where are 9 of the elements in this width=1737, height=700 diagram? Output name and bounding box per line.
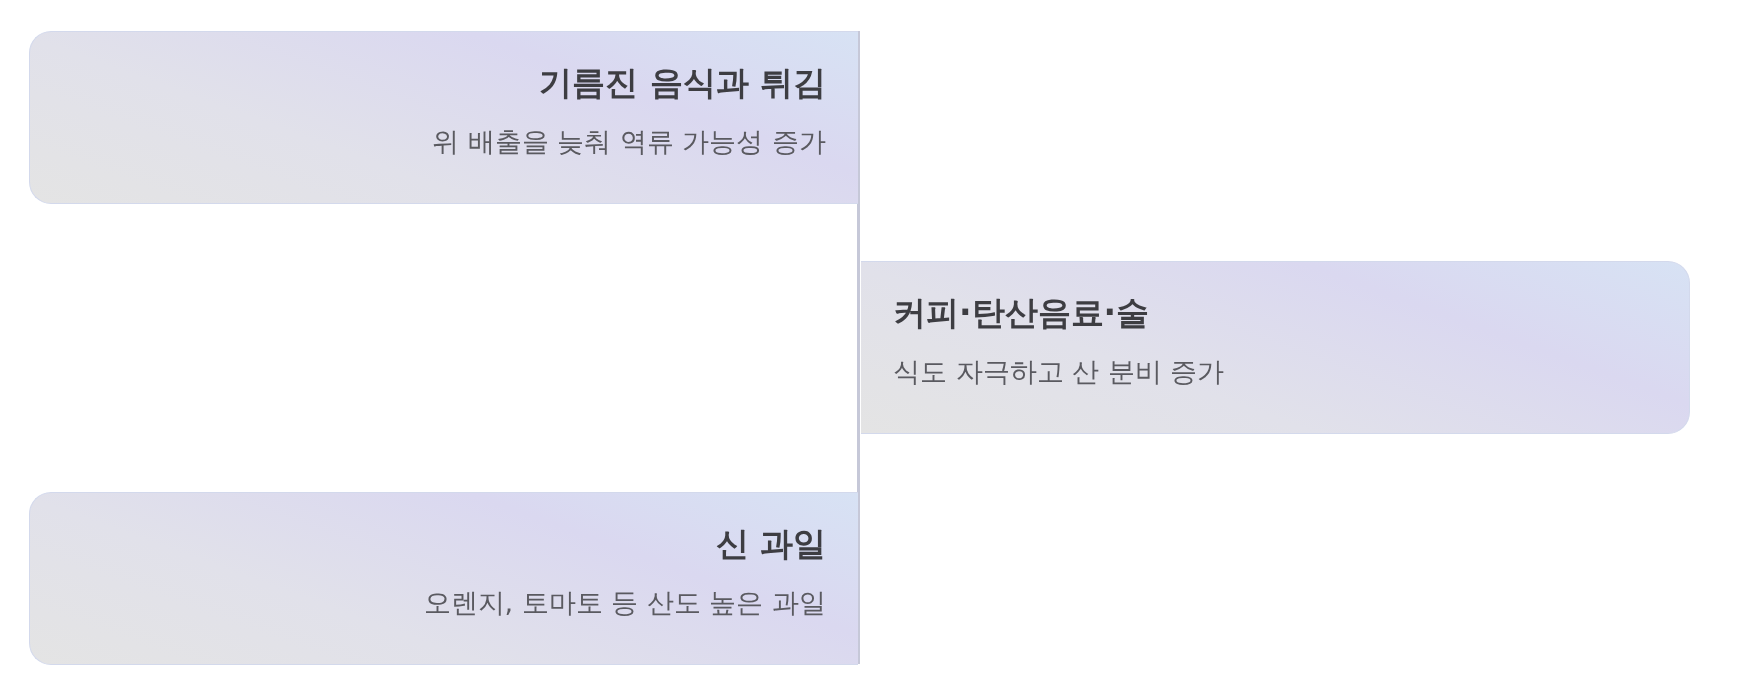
card-title: 커피·탄산음료·술 — [893, 292, 1150, 334]
timeline-card — [861, 261, 1690, 434]
card-description: 오렌지, 토마토 등 산도 높은 과일 — [423, 586, 826, 620]
card-title: 신 과일 — [715, 523, 826, 565]
card-description: 식도 자극하고 산 분비 증가 — [893, 355, 1225, 389]
timeline-card — [29, 31, 858, 204]
card-description: 위 배출을 늦춰 역류 가능성 증가 — [432, 125, 826, 159]
timeline-card — [29, 492, 858, 665]
card-title: 기름진 음식과 튀김 — [539, 62, 826, 104]
